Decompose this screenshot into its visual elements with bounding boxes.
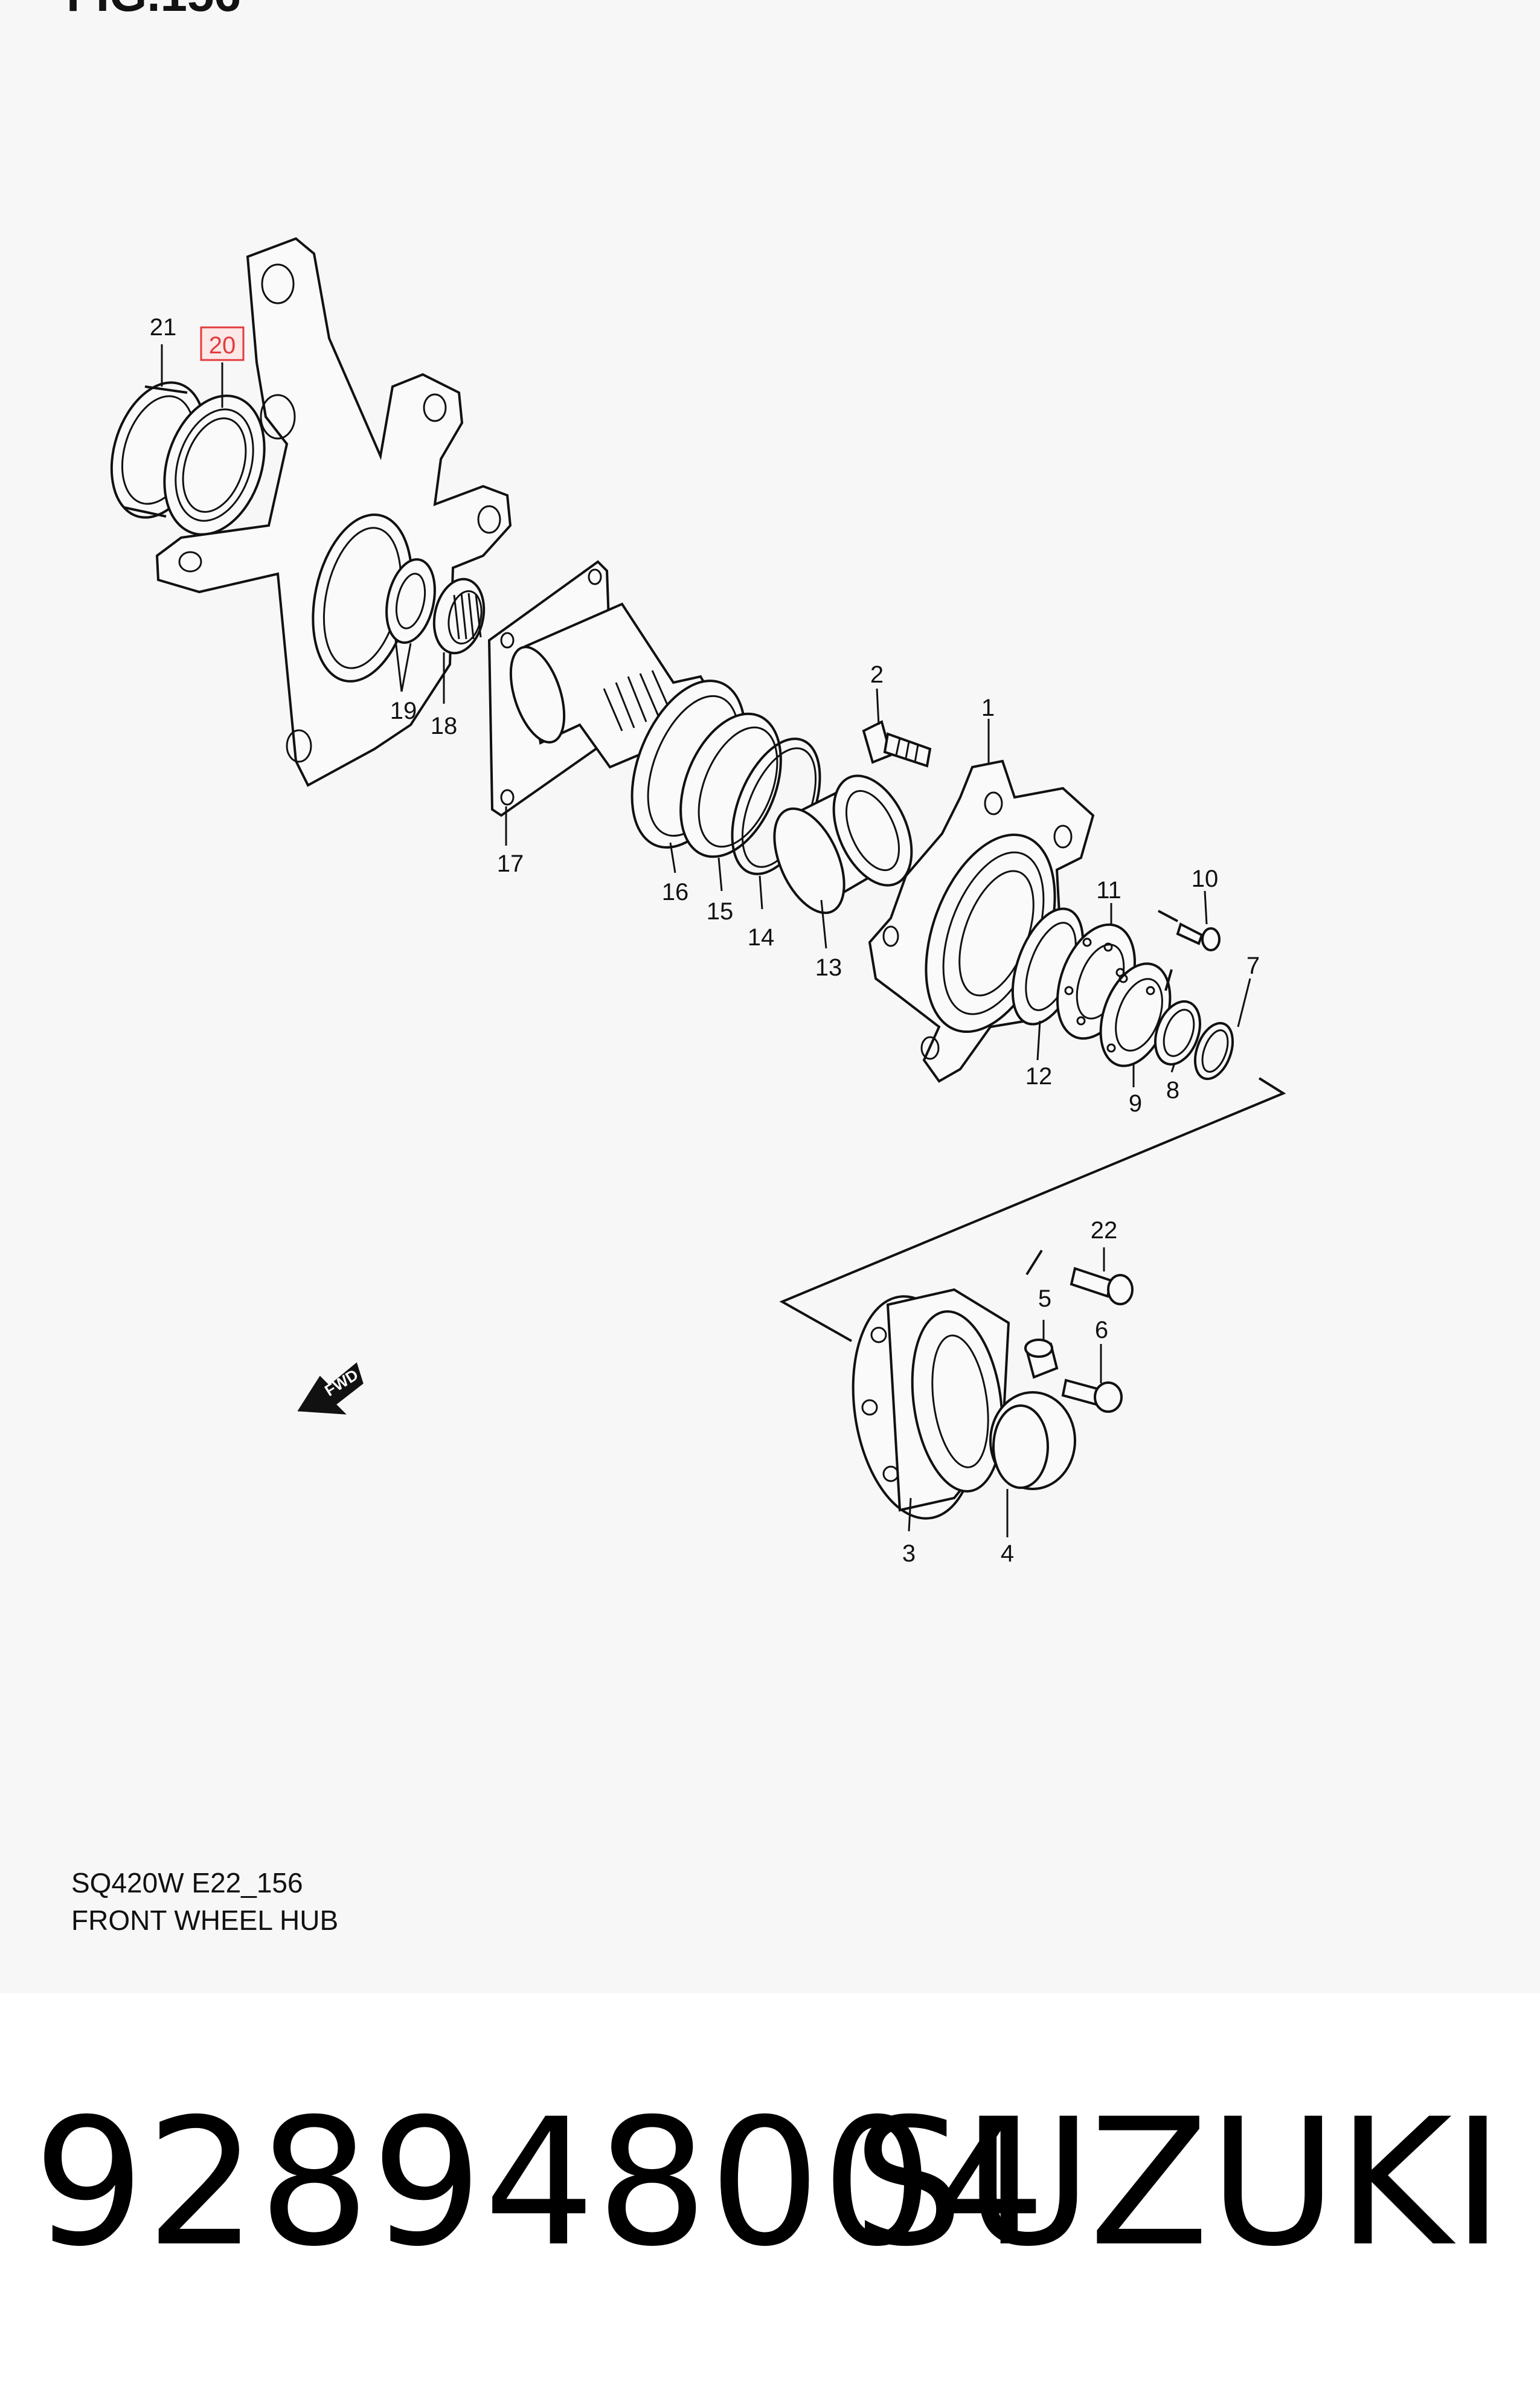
callout-10[interactable]: 10 [1192, 866, 1219, 892]
callout-6[interactable]: 6 [1095, 1317, 1108, 1343]
model-code: SQ420W E22_156 [71, 1867, 303, 1898]
callout-20-highlight [200, 326, 245, 361]
callout-20[interactable]: 20 [209, 332, 236, 359]
part-17-spindle[interactable] [487, 560, 727, 817]
part-5-bushing[interactable] [1024, 1339, 1059, 1379]
explode-bracket [779, 910, 1286, 1342]
part-2-wheel-stud[interactable] [862, 720, 932, 768]
callout-21[interactable]: 21 [150, 314, 177, 341]
callout-19[interactable]: 19 [390, 698, 417, 724]
part-13-bearing[interactable] [760, 764, 927, 924]
part-19-seal[interactable] [379, 555, 441, 648]
callout-9[interactable]: 9 [1129, 1090, 1142, 1117]
part-3-drive-flange[interactable] [839, 1288, 1013, 1526]
part-7-snap-ring[interactable] [1188, 1018, 1239, 1084]
part-number: 928948004 [33, 2082, 1047, 2285]
callout-11[interactable]: 11 [1096, 877, 1121, 904]
callout-16[interactable]: 16 [662, 879, 689, 905]
callout-14[interactable]: 14 [748, 924, 775, 951]
part-15-ring[interactable] [661, 699, 800, 871]
callout-13[interactable]: 13 [815, 954, 842, 981]
part-8-ring[interactable] [1147, 995, 1208, 1071]
callout-3[interactable]: 3 [902, 1540, 916, 1567]
callout-12[interactable]: 12 [1025, 1063, 1053, 1090]
leader-lines [161, 344, 1251, 1537]
callout-15[interactable]: 15 [707, 898, 734, 925]
exploded-parts-diagram: FIG.156 [66, 0, 1286, 1567]
diagram-caption: FRONT WHEEL HUB [71, 1905, 339, 1936]
part-18-bearing[interactable] [428, 574, 490, 658]
part-4-hub-cap[interactable] [989, 1391, 1076, 1490]
footer-band [0, 1993, 1540, 2392]
callout-7[interactable]: 7 [1246, 953, 1260, 979]
callout-1[interactable]: 1 [981, 695, 995, 721]
figure-title: FIG.156 [66, 0, 241, 21]
callout-2[interactable]: 2 [870, 661, 884, 688]
part-10-screw[interactable] [1176, 922, 1221, 951]
callout-18[interactable]: 18 [431, 713, 458, 739]
part-6-bolt[interactable] [1061, 1378, 1123, 1413]
callout-4[interactable]: 4 [1001, 1540, 1014, 1567]
callout-8[interactable]: 8 [1166, 1077, 1179, 1104]
brand-name: SUZUKI [853, 2082, 1504, 2285]
callout-labels: 1 2 3 4 5 6 7 8 9 10 11 12 13 14 15 16 1… [150, 314, 1260, 1567]
diagram-panel: FIG.156 [66, 0, 1286, 1936]
callout-5[interactable]: 5 [1038, 1285, 1051, 1312]
fwd-direction-arrow: FWD [297, 1362, 364, 1415]
callout-17[interactable]: 17 [497, 850, 524, 877]
part-22-bolt[interactable] [1025, 1249, 1134, 1305]
part-20-seal[interactable] [147, 383, 281, 548]
callout-22[interactable]: 22 [1091, 1217, 1118, 1244]
